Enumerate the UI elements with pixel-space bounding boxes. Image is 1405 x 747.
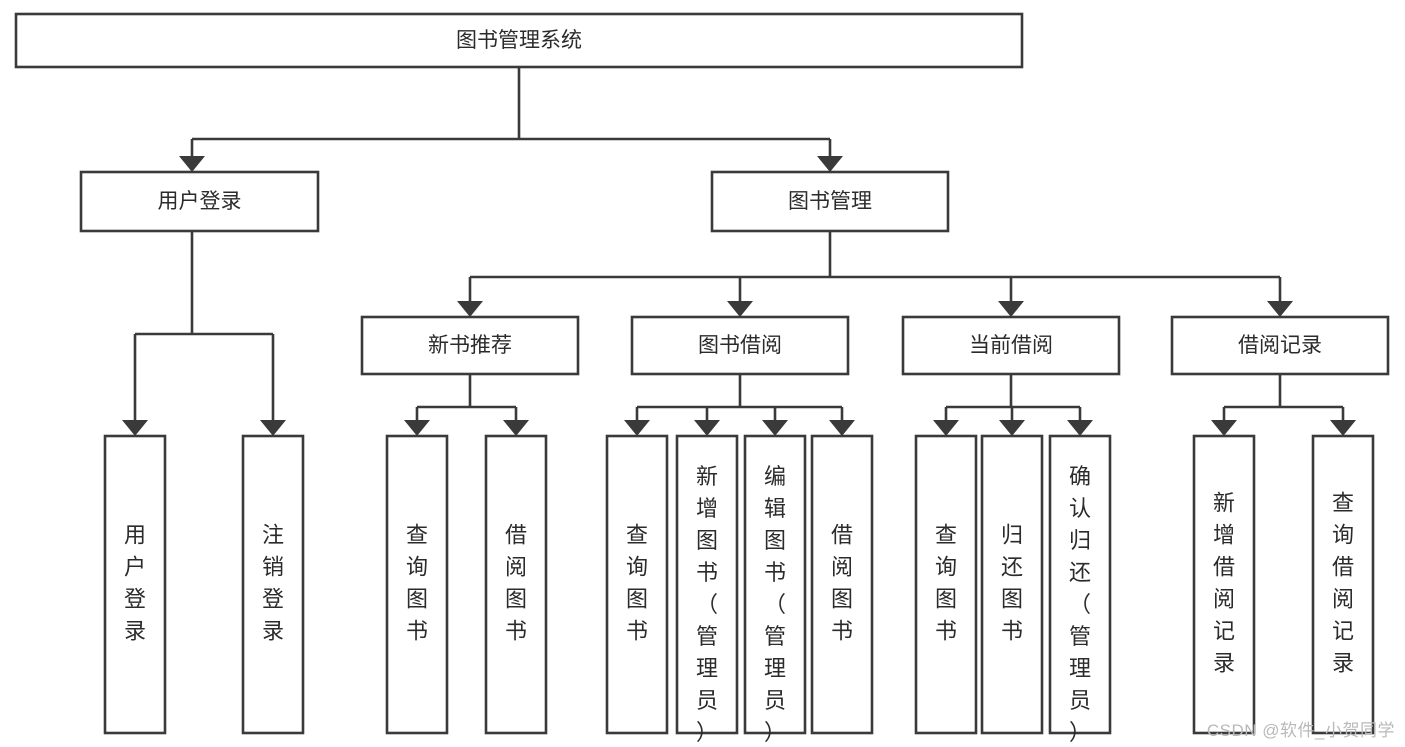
arrow-head-icon (404, 420, 430, 436)
arrow-head-icon (727, 301, 753, 317)
node-box[interactable] (1048, 434, 1112, 735)
connector-group (933, 374, 1093, 436)
arrow-head-icon (933, 420, 959, 436)
node-leaf-edit-book[interactable]: 编辑图书（管理员） (743, 434, 807, 745)
node-current-borrow[interactable]: 当前借阅 (901, 315, 1121, 376)
node-leaf-borrow-book-rec[interactable]: 借阅图书 (484, 434, 548, 735)
node-box[interactable] (1192, 434, 1256, 735)
node-label: 借阅记录 (1238, 334, 1322, 357)
node-root[interactable]: 图书管理系统 (14, 12, 1024, 69)
arrow-head-icon (1267, 301, 1293, 317)
node-label: 查询图书 (935, 522, 957, 643)
node-label: 借阅图书 (831, 522, 853, 643)
node-leaf-query-borrow-record[interactable]: 查询借阅记录 (1311, 434, 1375, 735)
arrow-head-icon (457, 301, 483, 317)
node-label: 查询图书 (406, 522, 428, 643)
node-box[interactable] (103, 434, 167, 735)
connector-group (122, 231, 286, 436)
node-box[interactable] (710, 170, 950, 233)
node-label: 编辑图书（管理员） (764, 464, 786, 745)
node-label: 用户登录 (158, 190, 242, 213)
node-user-login[interactable]: 用户登录 (79, 170, 320, 233)
node-label: 确认归还（管理员） (1069, 464, 1091, 745)
node-label: 图书借阅 (698, 334, 782, 357)
connector-group (404, 374, 529, 436)
node-book-borrow[interactable]: 图书借阅 (630, 315, 850, 376)
node-box[interactable] (914, 434, 978, 735)
node-box[interactable] (1311, 434, 1375, 735)
connector-group (1211, 374, 1356, 436)
arrow-head-icon (179, 156, 205, 172)
node-box[interactable] (675, 434, 739, 735)
node-label: 图书管理系统 (456, 29, 582, 52)
arrow-head-icon (503, 420, 529, 436)
arrow-head-icon (817, 156, 843, 172)
node-leaf-query-book-current[interactable]: 查询图书 (914, 434, 978, 735)
node-box[interactable] (241, 434, 305, 735)
node-label: 当前借阅 (969, 334, 1053, 357)
arrow-head-icon (762, 420, 788, 436)
node-layer: 图书管理系统用户登录图书管理新书推荐图书借阅当前借阅借阅记录用户登录注销登录查询… (14, 12, 1390, 745)
node-box[interactable] (484, 434, 548, 735)
node-label: 归还图书 (1001, 522, 1023, 643)
node-label: 新书推荐 (428, 334, 512, 357)
node-leaf-user-login[interactable]: 用户登录 (103, 434, 167, 735)
arrow-head-icon (122, 420, 148, 436)
node-book-manage[interactable]: 图书管理 (710, 170, 950, 233)
arrow-head-icon (1067, 420, 1093, 436)
node-new-book-recommend[interactable]: 新书推荐 (360, 315, 580, 376)
node-leaf-logout-login[interactable]: 注销登录 (241, 434, 305, 735)
connector-group (624, 374, 855, 436)
node-box[interactable] (810, 434, 874, 735)
node-leaf-query-book-borrow[interactable]: 查询图书 (605, 434, 669, 735)
node-box[interactable] (630, 315, 850, 376)
arrow-head-icon (829, 420, 855, 436)
node-box[interactable] (901, 315, 1121, 376)
node-box[interactable] (605, 434, 669, 735)
connector-group (179, 67, 843, 172)
connector-group (457, 231, 1293, 317)
connector-layer (122, 67, 1356, 436)
node-label: 查询借阅记录 (1332, 490, 1354, 675)
arrow-head-icon (260, 420, 286, 436)
node-leaf-add-borrow-record[interactable]: 新增借阅记录 (1192, 434, 1256, 735)
node-box[interactable] (980, 434, 1044, 735)
arrow-head-icon (1330, 420, 1356, 436)
arrow-head-icon (999, 420, 1025, 436)
node-box[interactable] (14, 12, 1024, 69)
node-label: 新增借阅记录 (1213, 490, 1235, 675)
arrow-head-icon (1211, 420, 1237, 436)
node-leaf-return-book[interactable]: 归还图书 (980, 434, 1044, 735)
node-leaf-add-book[interactable]: 新增图书（管理员） (675, 434, 739, 745)
node-leaf-query-book-rec[interactable]: 查询图书 (385, 434, 449, 735)
arrow-head-icon (694, 420, 720, 436)
node-box[interactable] (743, 434, 807, 735)
node-leaf-confirm-return[interactable]: 确认归还（管理员） (1048, 434, 1112, 745)
node-borrow-record[interactable]: 借阅记录 (1170, 315, 1390, 376)
arrow-head-icon (998, 301, 1024, 317)
node-box[interactable] (79, 170, 320, 233)
node-label: 借阅图书 (505, 522, 527, 643)
node-label: 查询图书 (626, 522, 648, 643)
node-label: 用户登录 (124, 522, 146, 643)
node-label: 注销登录 (262, 522, 284, 643)
node-label: 新增图书（管理员） (696, 464, 718, 745)
node-label: 图书管理 (788, 190, 872, 213)
arrow-head-icon (624, 420, 650, 436)
node-box[interactable] (1170, 315, 1390, 376)
node-leaf-borrow-book[interactable]: 借阅图书 (810, 434, 874, 735)
node-box[interactable] (385, 434, 449, 735)
node-box[interactable] (360, 315, 580, 376)
